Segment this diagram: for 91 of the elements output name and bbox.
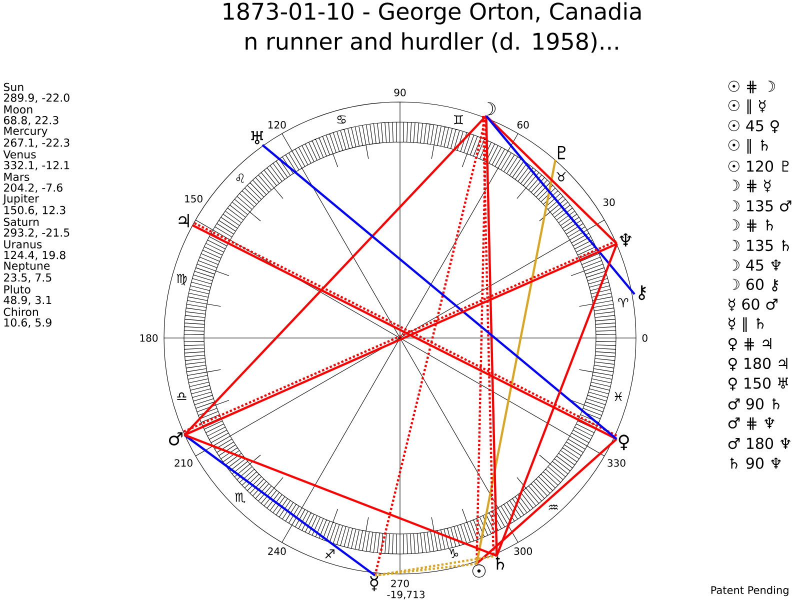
degree-label: 0 xyxy=(642,334,648,342)
aspect-line xyxy=(184,115,487,436)
planet-glyph: ⚷ xyxy=(638,285,646,300)
aspect-entry: ☽ 135 ♄ xyxy=(732,240,789,252)
zodiac-sign: ♈ xyxy=(618,298,628,308)
position-value: 204.2, -7.6 xyxy=(4,183,62,193)
zodiac-sign: ♓ xyxy=(614,392,622,402)
aspect-entry: ♀ 180 ♃ xyxy=(728,358,788,371)
position-value: 289.9, -22.0 xyxy=(4,94,70,103)
aspect-entry: ☽ 60 ⚷ xyxy=(732,278,778,292)
zodiac-sign: ♎ xyxy=(177,392,186,400)
aspect-line xyxy=(184,434,376,576)
aspect-line xyxy=(496,243,618,556)
position-value: 23.5, 7.5 xyxy=(4,273,52,283)
aspect-entry: ☉ ∥ ♄ xyxy=(728,139,768,154)
position-value: 267.1, -22.3 xyxy=(4,138,70,148)
planet-glyph: ☉ xyxy=(472,564,486,578)
title: 1873-01-10 - George Orton, Canadia n runner and hurdler (d. 1958)... xyxy=(224,2,641,53)
aspect-line xyxy=(485,115,636,295)
planet-glyph: ♀ xyxy=(618,434,629,450)
aspect-entry: ♂ 90 ♄ xyxy=(728,398,780,410)
degree-label: 240 xyxy=(268,547,286,555)
planet-name: Neptune xyxy=(4,262,50,272)
zodiac-sign: ♉ xyxy=(556,172,566,182)
degree-label: 150 xyxy=(185,194,202,203)
zodiac-sign: ♒ xyxy=(548,504,558,510)
aspect-line xyxy=(476,438,618,565)
aspect-line xyxy=(476,160,556,564)
planet-glyph: ☿ xyxy=(370,576,378,592)
aspect-line xyxy=(482,116,495,556)
aspect-entry: ♀ ⋕ ♃ xyxy=(728,338,772,351)
chart-value: -19,713 xyxy=(387,590,424,600)
aspect-entry: ☽ ⋕ ♄ xyxy=(732,219,773,232)
aspect-entry: ♄ 90 ♆ xyxy=(730,458,781,469)
planet-name: Moon xyxy=(4,105,32,114)
planet-name: Sun xyxy=(4,82,24,92)
planet-name: Jupiter xyxy=(2,194,40,205)
zodiac-sign: ♌ xyxy=(236,174,244,183)
aspect-entry: ☉ 120 ♇ xyxy=(728,160,789,172)
aspect-entry: ♂ ⋕ ♆ xyxy=(728,417,774,430)
degree-label: 330 xyxy=(608,459,626,467)
zodiac-sign: ♋ xyxy=(337,115,346,124)
planet-glyph: ♇ xyxy=(558,146,566,160)
zodiac-sign: ♐ xyxy=(325,549,334,558)
position-value: 293.2, -21.5 xyxy=(4,228,70,238)
aspect-entry: ☿ 60 ♂ xyxy=(728,298,778,312)
position-value: 10.6, 5.9 xyxy=(4,318,52,328)
zodiac-sign: ♑ xyxy=(449,548,458,558)
aspect-line xyxy=(374,554,497,577)
footer-text: Patent Pending xyxy=(711,586,788,596)
aspect-line xyxy=(485,116,498,556)
degree-label: 90 xyxy=(394,88,406,96)
aspect-line xyxy=(184,434,498,557)
planet-name: Chiron xyxy=(4,308,38,316)
aspect-entry: ♂ 180 ♆ xyxy=(728,438,790,450)
planet-glyph: ♅ xyxy=(251,131,264,144)
aspect-entry: ☉ ⋕ ☽ xyxy=(728,80,775,94)
aspect-entry: ☽ 135 ♂ xyxy=(732,200,792,212)
aspect-entry: ☉ 45 ♀ xyxy=(728,120,779,134)
degree-label: 300 xyxy=(514,547,532,555)
planet-glyph: ♆ xyxy=(620,233,632,246)
aspect-entry: ☽ ⋕ ☿ xyxy=(732,180,771,192)
degree-label: 120 xyxy=(268,121,286,129)
position-value: 48.9, 3.1 xyxy=(4,296,52,306)
planet-name: Saturn xyxy=(4,218,39,226)
planet-name: Pluto xyxy=(4,285,30,294)
degree-label: 30 xyxy=(603,198,615,206)
degree-label: 180 xyxy=(140,334,158,342)
planet-name: Uranus xyxy=(4,240,42,248)
zodiac-sign: ♍ xyxy=(176,274,187,286)
position-value: 68.8, 22.3 xyxy=(4,116,58,126)
planet-name: Mars xyxy=(4,172,30,181)
degree-label: 270 xyxy=(391,580,409,588)
aspect-entry: ☿ ∥ ♄ xyxy=(728,317,764,332)
position-value: 124.4, 19.8 xyxy=(4,250,66,260)
aspect-entry: ☽ 45 ♆ xyxy=(732,260,781,271)
position-value: 150.6, 12.3 xyxy=(4,206,66,216)
aspect-entry: ♀ 150 ♅ xyxy=(728,378,788,391)
aspect-entry: ☉ ∥ ☿ xyxy=(728,99,766,114)
planet-glyph: ♃ xyxy=(178,214,189,228)
planet-glyph: ♄ xyxy=(496,556,504,570)
planet-glyph: ☽ xyxy=(487,102,496,116)
zodiac-sign: ♊ xyxy=(454,115,463,124)
planet-name: Mercury xyxy=(4,126,48,138)
degree-label: 210 xyxy=(174,459,192,467)
zodiac-sign: ♏ xyxy=(235,492,246,503)
degree-label: 60 xyxy=(517,121,529,129)
position-value: 332.1, -12.1 xyxy=(4,160,70,170)
aspect-line xyxy=(262,144,618,440)
planet-name: Venus xyxy=(3,150,36,159)
planet-glyph: ♂ xyxy=(168,432,182,446)
